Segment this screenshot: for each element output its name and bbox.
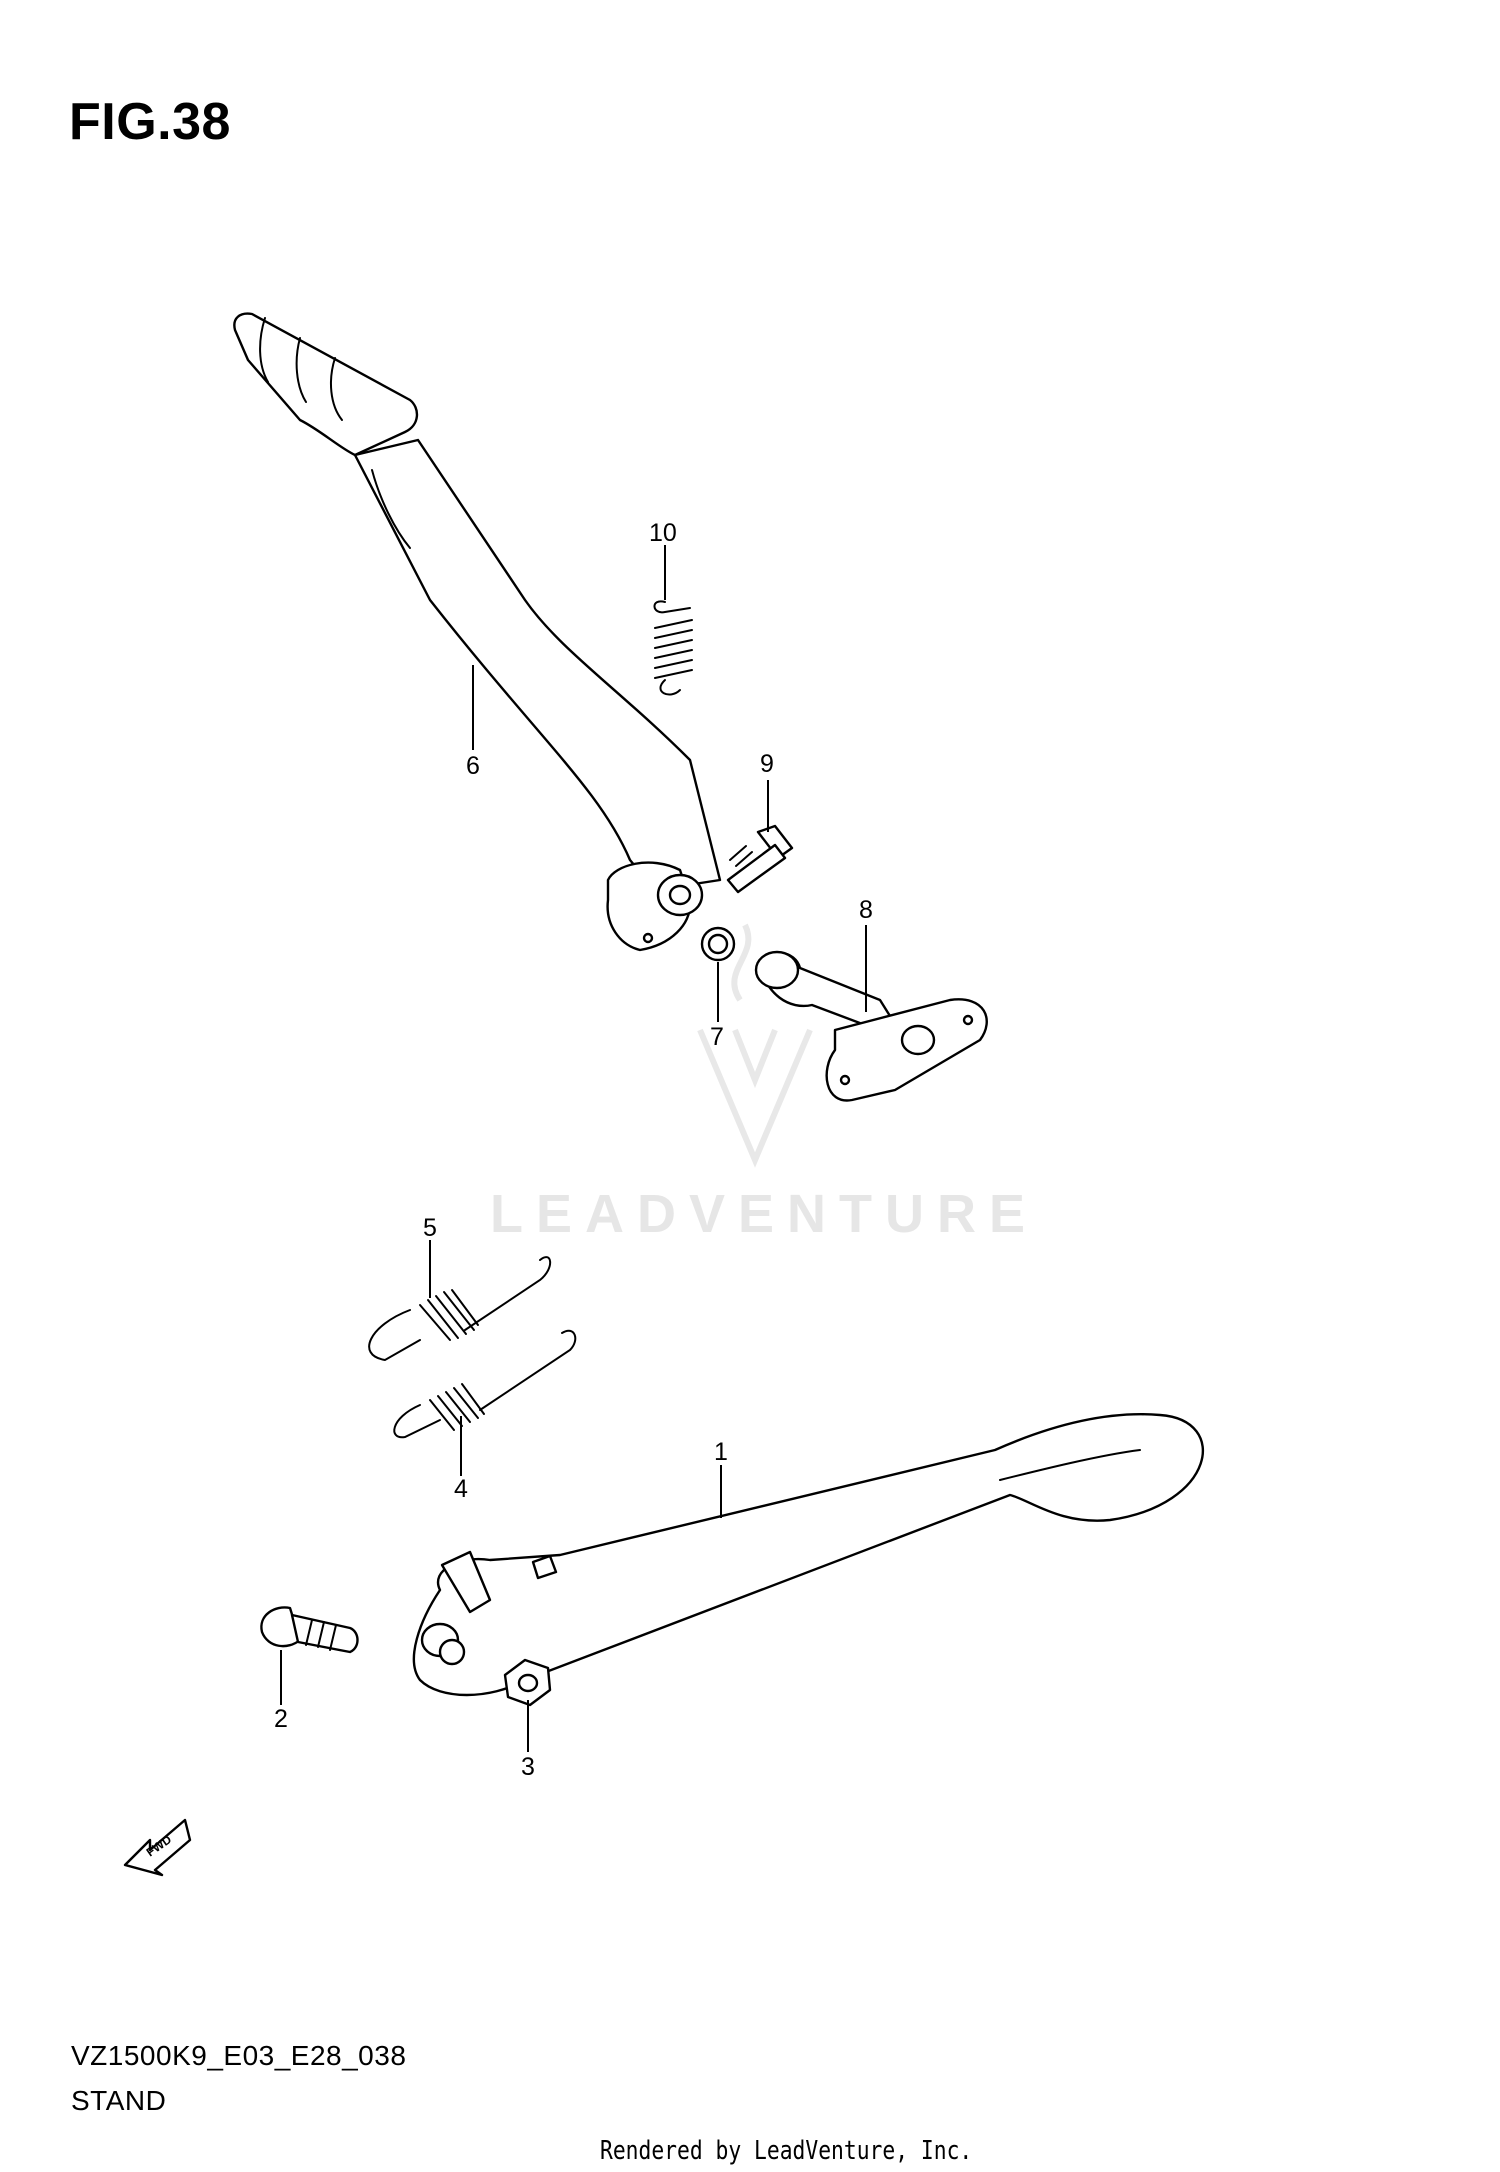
render-credit: Rendered by LeadVenture, Inc. [600, 2136, 973, 2166]
callout-9: 9 [760, 750, 774, 778]
section-name: STAND [71, 2085, 167, 2116]
part-9-bolt [726, 824, 794, 894]
part-3-nut [503, 1658, 552, 1707]
watermark-logo [697, 923, 813, 1168]
callout-5: 5 [423, 1214, 437, 1242]
part-2-stand-bolt [260, 1606, 359, 1654]
figure-title: FIG.38 [69, 93, 231, 151]
part-7-washer [700, 926, 736, 962]
part-1-side-stand [412, 1413, 1205, 1697]
fwd-arrow-icon: FWD [123, 1818, 192, 1877]
model-code: VZ1500K9_E03_E28_038 [71, 2040, 407, 2071]
callout-1: 1 [714, 1438, 728, 1466]
watermark-text: LEADVENTURE [490, 1184, 1039, 1244]
part-5-spring [368, 1256, 552, 1362]
callout-4: 4 [454, 1475, 468, 1503]
part-10-spring [653, 600, 693, 696]
callout-2: 2 [274, 1705, 288, 1733]
callout-6: 6 [466, 752, 480, 780]
callout-3: 3 [521, 1753, 535, 1781]
callout-7: 7 [710, 1023, 724, 1051]
callout-10: 10 [649, 519, 677, 547]
part-8-pivot-plate [754, 950, 988, 1102]
part-6-lever [233, 312, 722, 952]
part-4-spring [393, 1329, 577, 1439]
callout-8: 8 [859, 896, 873, 924]
